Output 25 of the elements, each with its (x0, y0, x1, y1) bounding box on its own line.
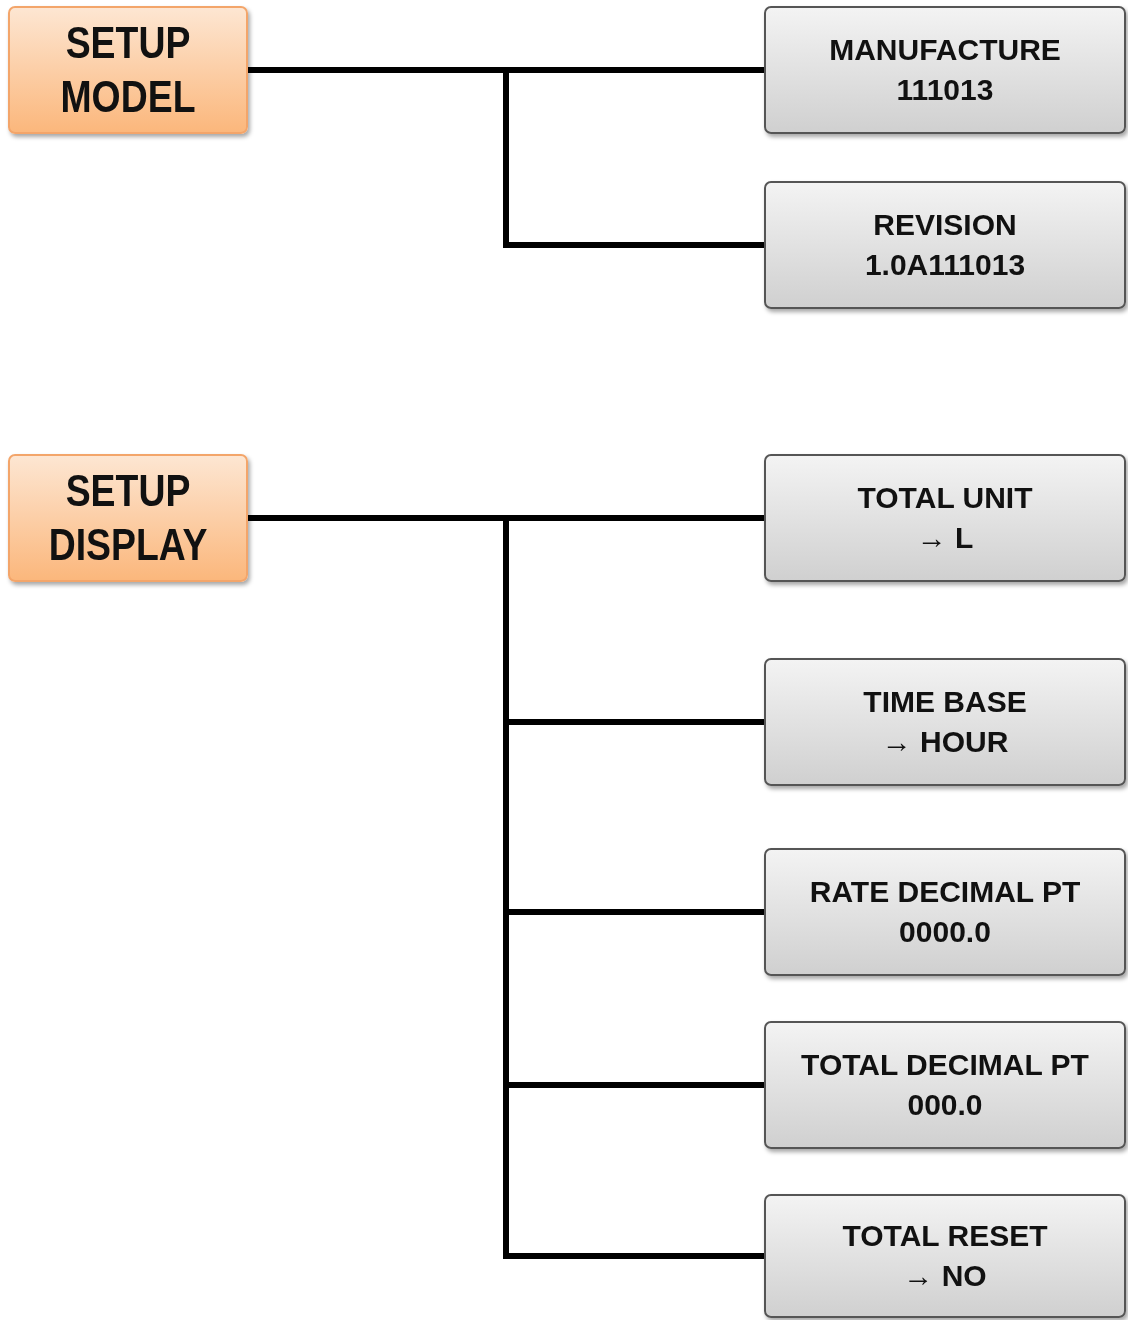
menu-value: → NO (903, 1258, 987, 1294)
menu-value: → HOUR (881, 724, 1009, 760)
menu-title: TIME BASE (863, 684, 1027, 720)
menu-value: 0000.0 (899, 914, 991, 950)
menu-box (8, 6, 248, 134)
menu-value: 000.0 (907, 1087, 983, 1123)
menu-value: 111013 (896, 72, 994, 108)
menu-title: TOTAL RESET (842, 1218, 1048, 1254)
menu-box (764, 454, 1126, 582)
menu-value: 1.0A111013 (864, 247, 1026, 283)
menu-title: RATE DECIMAL PT (809, 874, 1081, 910)
menu-box (764, 1194, 1126, 1318)
menu-value: → L (916, 520, 974, 556)
menu-box (764, 1021, 1126, 1149)
menu-box (764, 658, 1126, 786)
menu-box (764, 6, 1126, 134)
menu-box (764, 848, 1126, 976)
menu-title: REVISION (873, 207, 1017, 243)
menu-title: SETUP MODEL (59, 17, 197, 123)
menu-title: SETUP DISPLAY (47, 465, 209, 571)
menu-title: MANUFACTURE (829, 32, 1061, 68)
menu-box (8, 454, 248, 582)
menu-title: TOTAL UNIT (857, 480, 1033, 516)
menu-box (764, 181, 1126, 309)
menu-title: TOTAL DECIMAL PT (801, 1047, 1089, 1083)
